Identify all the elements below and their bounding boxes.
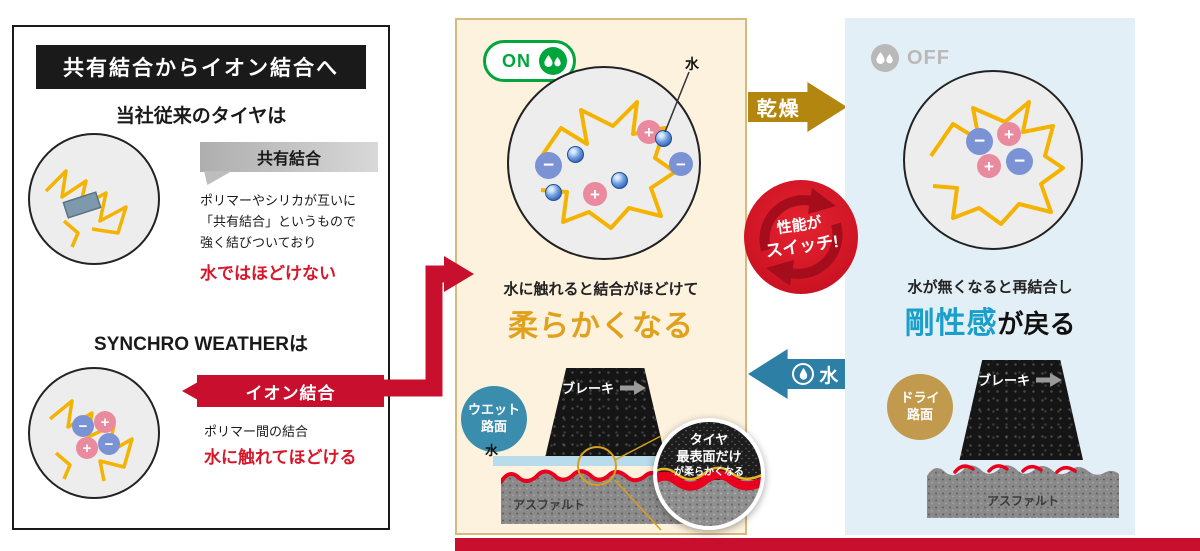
water-pointer-line: [664, 71, 690, 133]
plus-ion: +: [583, 182, 607, 206]
tire-block-dry: ブレーキ: [959, 360, 1083, 460]
covalent-bond-circle: [28, 133, 160, 265]
panel-title-text: 共有結合からイオン結合へ: [63, 57, 339, 80]
asphalt-dry: アスファルト: [927, 456, 1119, 518]
minus-ion: −: [669, 152, 693, 176]
dry-description: 水が無くなると再結合し: [907, 279, 1073, 296]
water-drops-icon: [539, 47, 567, 75]
dry-arrow-label: 乾燥: [756, 98, 801, 121]
ionic-bond-label-text: イオン結合: [245, 383, 336, 403]
asphalt-label: アスファルト: [513, 498, 586, 512]
polymer-strands: [537, 100, 677, 230]
wet-state-panel: ON + − − + 水 水に触れると結合がほ: [455, 18, 765, 535]
brake-label: ブレーキ: [977, 373, 1030, 388]
right-arrow-icon: [620, 380, 646, 395]
minus-ion: −: [72, 415, 94, 437]
water-pointer-label: 水: [685, 56, 699, 72]
red-connector-arrow: [368, 256, 474, 397]
covalent-desc-line1: ポリマーやシリカが互いに: [200, 193, 357, 208]
water-droplet: [611, 172, 628, 189]
covalent-description: ポリマーやシリカが互いに 「共有結合」というもので 強く結びついており: [200, 190, 384, 253]
covalent-bond-label: 共有結合: [200, 142, 378, 185]
polymer-strands: [48, 399, 134, 482]
ionic-highlight: 水に触れてほどける: [204, 448, 357, 467]
wet-description: 水に触れると結合がほどけて: [503, 281, 699, 298]
ionic-label-tail: [182, 382, 198, 400]
covalent-desc-line3: 強く結びついており: [200, 235, 317, 251]
conventional-heading: 当社従来のタイヤは: [115, 106, 287, 127]
off-badge: OFF: [871, 44, 950, 72]
covalent-desc-line2: 「共有結合」というもので: [200, 214, 357, 230]
bottom-accent-bar: [455, 538, 1200, 551]
ionic-bond-circle: − + + −: [28, 367, 160, 499]
plus-ion: +: [977, 154, 1001, 178]
ionic-description: ポリマー間の結合: [204, 424, 309, 439]
minus-ion: −: [1006, 148, 1033, 175]
magnifier-circle: タイヤ 最表面だけ が柔らかくなる: [653, 418, 765, 530]
dry-highlight: 剛性感が戻る: [845, 298, 1135, 342]
wet-road-badge: ウエット 路面: [461, 386, 527, 452]
on-badge: ON: [483, 40, 576, 82]
contact-line: [953, 464, 1077, 474]
plus-ion: +: [76, 437, 98, 459]
zoom-connector-lines: [614, 435, 662, 531]
brake-label: ブレーキ: [561, 381, 614, 396]
silica-block: [62, 191, 102, 219]
minus-ion: −: [98, 433, 120, 455]
dry-transition-arrow: 乾燥: [748, 82, 847, 132]
right-arrow-icon: [1036, 372, 1062, 387]
water-drops-icon: [871, 44, 899, 72]
water-layer-label: 水: [485, 443, 499, 458]
on-badge-text: ON: [502, 50, 531, 71]
minus-ion: −: [966, 128, 993, 155]
zoom-source-ring: [577, 446, 617, 486]
covalent-highlight: 水ではほどけない: [200, 264, 336, 283]
dry-molecular-circle: + − + −: [903, 70, 1083, 250]
covalent-bond-label-text: 共有結合: [256, 151, 321, 168]
synchro-heading: SYNCHRO WEATHERは: [94, 334, 308, 355]
wet-highlight: 柔らかくなる: [508, 310, 694, 343]
plus-ion: +: [94, 411, 116, 433]
dry-state-panel: OFF + − + − 水が無くなると再結合し 剛性感が戻る ドライ 路面 ブレ…: [845, 18, 1135, 535]
polymer-strands: [44, 169, 128, 248]
panel-title: 共有結合からイオン結合へ: [36, 45, 366, 89]
minus-ion: −: [535, 152, 562, 179]
off-badge-text: OFF: [907, 46, 950, 69]
magnifier-caption: タイヤ 最表面だけ が柔らかくなる: [674, 432, 744, 478]
water-transition-arrow: 水: [748, 349, 847, 399]
water-arrow-label: 水: [819, 365, 839, 387]
water-droplet: [545, 184, 562, 201]
droplet-circle-icon: [792, 363, 815, 385]
performance-switch-badge: 性能が スイッチ!: [744, 180, 858, 294]
water-droplet: [655, 130, 672, 147]
rigid-word: 剛性感: [904, 307, 998, 340]
water-droplet: [567, 146, 584, 163]
brake-row: ブレーキ: [544, 368, 667, 397]
wet-molecular-circle: + − − +: [507, 66, 701, 260]
tire-block-wet: ブレーキ: [543, 368, 667, 464]
brake-row: ブレーキ: [960, 360, 1083, 389]
asphalt-label: アスファルト: [986, 494, 1059, 508]
ionic-bond-label: イオン結合: [182, 375, 384, 407]
covalent-label-tail: [204, 171, 232, 185]
rigid-rest: が戻る: [997, 309, 1076, 339]
bond-explanation-panel: 共有結合からイオン結合へ 当社従来のタイヤは 共有結合 ポリマーやシリカが互いに…: [12, 25, 390, 530]
dry-road-badge: ドライ 路面: [887, 374, 953, 440]
plus-ion: +: [997, 122, 1021, 146]
polymer-strands: [929, 100, 1065, 226]
cycle-arrows-icon: [759, 188, 843, 286]
